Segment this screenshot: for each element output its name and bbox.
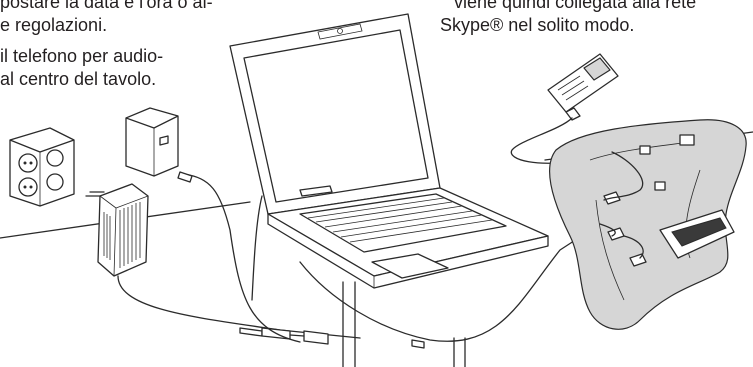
phone-cable-plug	[178, 172, 192, 182]
phone-jack-icon	[126, 108, 178, 176]
wall-socket-icon	[10, 128, 74, 206]
laptop-icon	[230, 14, 548, 288]
mobile-phone-icon	[548, 54, 618, 120]
speakerphone-icon	[550, 120, 746, 330]
dc-plug-icon	[240, 328, 328, 344]
